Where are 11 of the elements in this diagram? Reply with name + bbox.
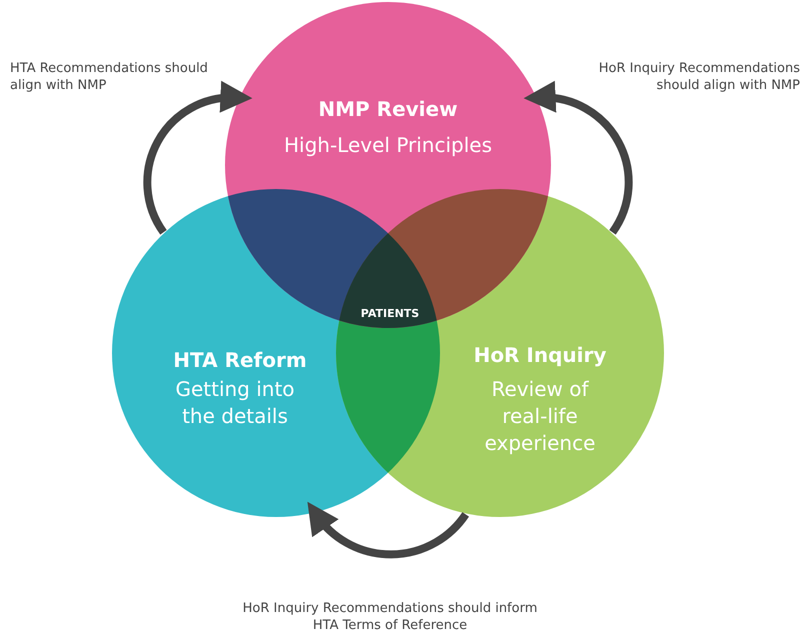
heading-text: PATIENTS: [360, 307, 420, 322]
body-text: Getting into the details: [174, 376, 296, 430]
curved-arrow: [306, 502, 469, 558]
edge-label: HTA Recommendations should align with NMP: [10, 60, 210, 94]
curved-arrow: [143, 82, 252, 234]
heading-text: HoR Inquiry: [472, 342, 608, 369]
heading-text: HTA Reform: [172, 347, 308, 374]
heading-text: NMP Review: [317, 96, 459, 123]
body-text: High-Level Principles: [282, 132, 494, 159]
body-text: Review of real-life experience: [484, 376, 596, 457]
curved-arrow: [524, 82, 633, 234]
